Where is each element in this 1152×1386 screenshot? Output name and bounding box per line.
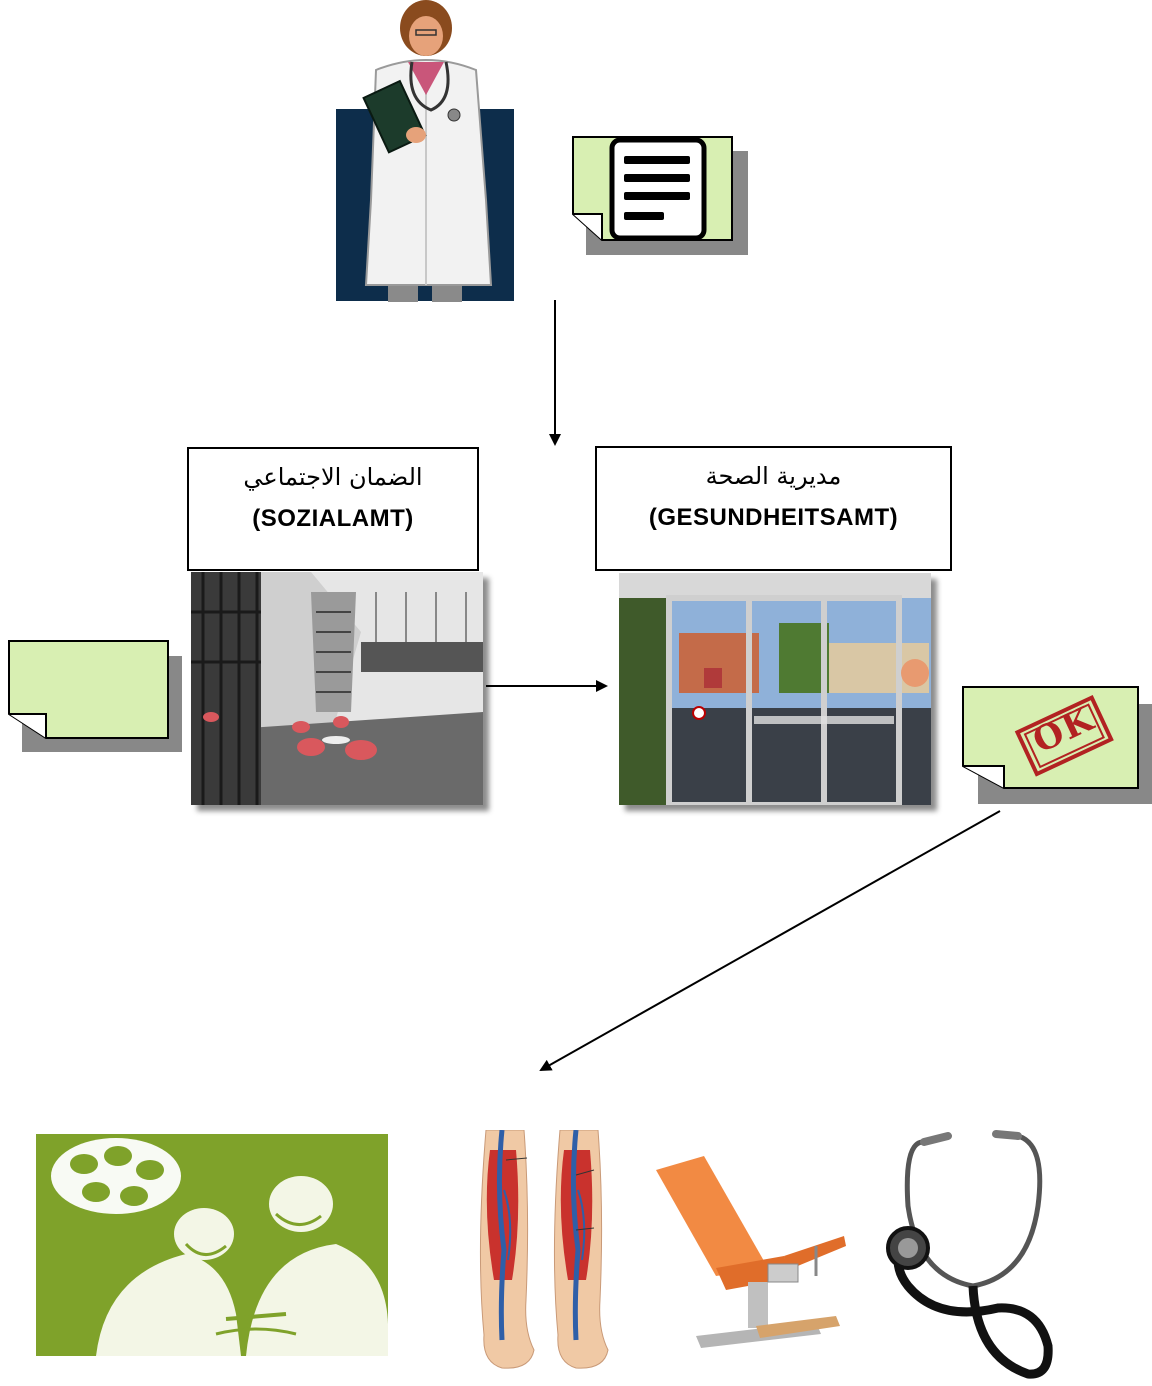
document-icon xyxy=(572,136,734,242)
leg-veins-illustration xyxy=(472,1130,618,1374)
doctor-illustration xyxy=(336,0,516,302)
sozialamt-arabic-label: الضمان الاجتماعي xyxy=(243,463,423,491)
exam-chair-illustration xyxy=(656,1156,850,1352)
gesundheitsamt-box: مديرية الصحة (GESUNDHEITSAMT) xyxy=(595,446,952,571)
sozialamt-box: الضمان الاجتماعي (SOZIALAMT) xyxy=(187,447,479,571)
ok-stamp-note-icon: OK xyxy=(962,686,1140,790)
arrow-diagonal xyxy=(539,810,1001,1071)
gesundheitsamt-entrance-photo xyxy=(619,573,931,805)
stethoscope-illustration xyxy=(878,1126,1056,1386)
blank-note-icon xyxy=(8,640,170,740)
sozialamt-building-photo xyxy=(191,572,483,805)
sozialamt-german-label: (SOZIALAMT) xyxy=(252,505,414,532)
surgery-illustration xyxy=(36,1134,388,1356)
gesundheitsamt-arabic-label: مديرية الصحة xyxy=(705,462,842,490)
gesundheitsamt-german-label: (GESUNDHEITSAMT) xyxy=(648,504,899,531)
